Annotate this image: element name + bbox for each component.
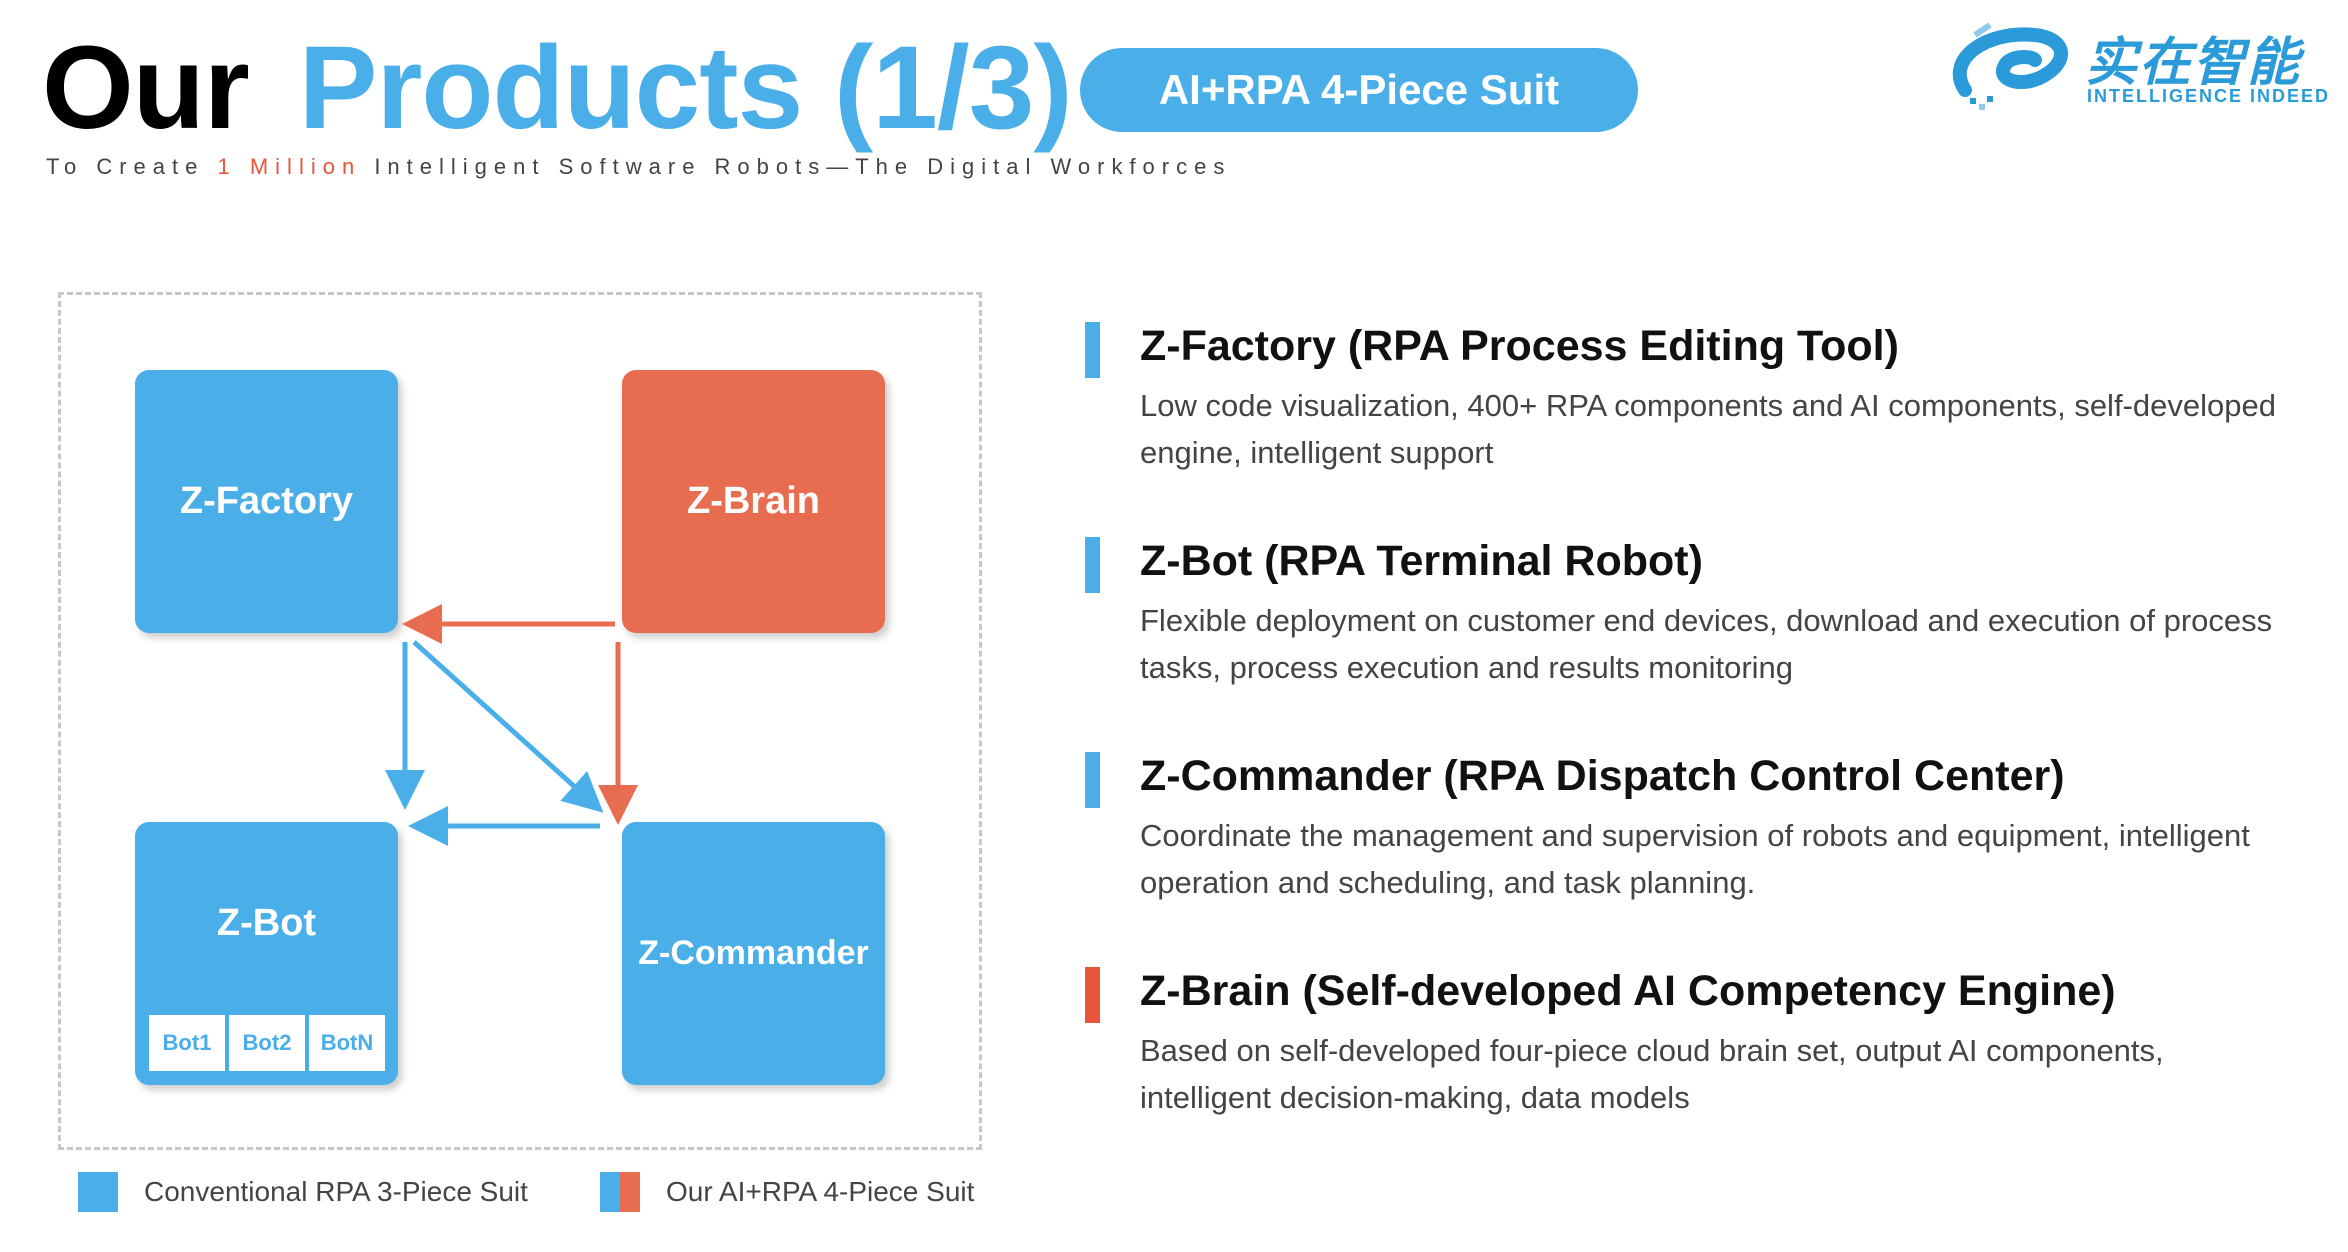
bot-item: Bot1 [149, 1015, 225, 1071]
product-title: Z-Factory (RPA Process Editing Tool) [1140, 322, 1899, 370]
legend-swatch-blue-red [600, 1172, 640, 1212]
node-z-commander: Z-Commander [622, 822, 885, 1085]
legend-ours: Our AI+RPA 4-Piece Suit [600, 1172, 974, 1212]
node-label: Z-Factory [179, 480, 354, 522]
page-title: Our Products (1/3) [42, 20, 1073, 156]
product-title: Z-Brain (Self-developed AI Competency En… [1140, 967, 2116, 1015]
legend-label: Conventional RPA 3-Piece Suit [144, 1176, 528, 1207]
accent-bar [1085, 967, 1100, 1023]
subtitle: To Create 1 Million Intelligent Software… [46, 154, 1231, 180]
title-products: Products (1/3) [298, 22, 1073, 154]
logo-cn-text: 实在智能 [2085, 34, 2302, 92]
diagram-arrows [385, 604, 638, 846]
logo-en-text: INTELLIGENCE INDEED [2087, 86, 2331, 106]
accent-bar [1085, 322, 1100, 378]
company-logo: 实在智能 INTELLIGENCE INDEED [1945, 20, 2330, 120]
legend-conventional: Conventional RPA 3-Piece Suit [78, 1172, 528, 1212]
product-title: Z-Commander (RPA Dispatch Control Center… [1140, 752, 2065, 800]
accent-bar [1085, 752, 1100, 808]
subtitle-pre: To Create [46, 154, 218, 179]
subtitle-highlight: 1 Million [217, 154, 362, 179]
node-z-bot: Z-Bot Bot1 Bot2 BotN [135, 822, 398, 1085]
product-desc: Coordinate the management and supervisio… [1140, 818, 2250, 900]
arrow-factory-to-commander [412, 640, 604, 813]
legend-label: Our AI+RPA 4-Piece Suit [666, 1176, 975, 1207]
bot-item: BotN [309, 1015, 385, 1071]
bot-list: Bot1 Bot2 BotN [149, 1015, 385, 1071]
product-diagram [58, 292, 982, 1150]
suite-badge: AI+RPA 4-Piece Suit [1080, 48, 1638, 132]
node-label: Z-Commander [638, 934, 869, 972]
product-title: Z-Bot (RPA Terminal Robot) [1140, 537, 1703, 585]
node-z-brain: Z-Brain [622, 370, 885, 633]
logo-swirl-icon [1952, 22, 2068, 110]
product-desc: Based on self-developed four-piece cloud… [1140, 1033, 2164, 1115]
product-desc: Low code visualization, 400+ RPA compone… [1140, 388, 2276, 470]
node-label: Z-Brain [687, 480, 820, 522]
product-desc: Flexible deployment on customer end devi… [1140, 603, 2273, 685]
node-z-factory: Z-Factory [135, 370, 398, 633]
accent-bar [1085, 537, 1100, 593]
node-label: Z-Bot [216, 902, 317, 944]
bot-item: Bot2 [229, 1015, 305, 1071]
title-our: Our [42, 22, 250, 154]
legend-swatch-blue [78, 1172, 118, 1212]
subtitle-post: Intelligent Software Robots—The Digital … [361, 154, 1232, 179]
